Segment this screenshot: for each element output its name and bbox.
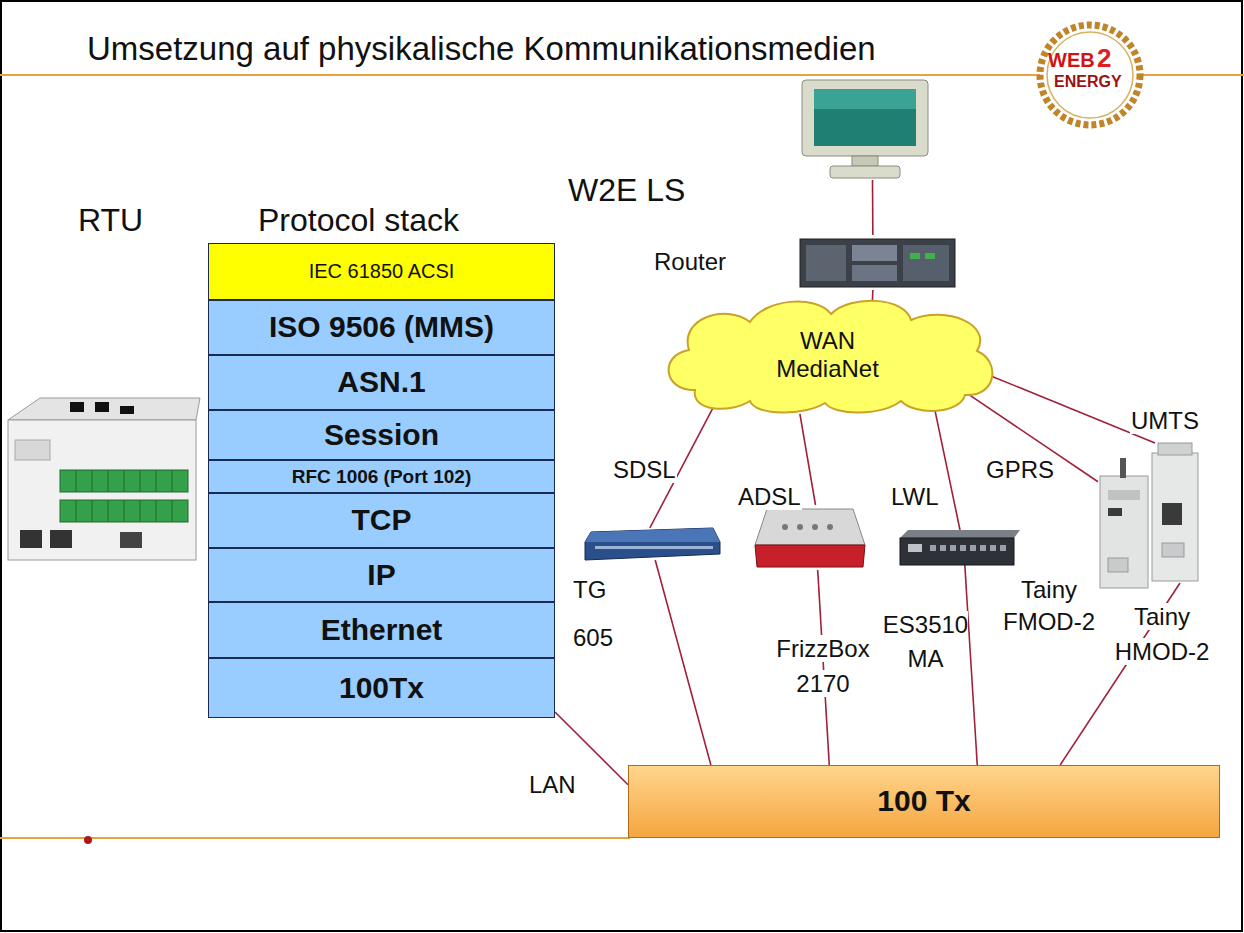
device-label: Tainy FMOD-2 [1002,574,1096,639]
link-label: GPRS [985,457,1055,483]
node-text: W2E LS [568,172,685,208]
workstation-icon [790,80,940,180]
protocol-layer: 100Tx [208,658,555,718]
gprs-modem-icon [1098,458,1150,590]
wan-cloud: WAN MediaNet [655,295,1000,415]
node-text: WAN MediaNet [763,327,893,382]
logo-text: 2 [1097,44,1111,73]
node-text: Session [324,418,439,453]
router-icon [800,235,955,290]
protocol-layer: ASN.1 [208,355,555,410]
node-text: ES3510 MA [883,611,968,672]
lan-bus: 100 Tx [628,765,1220,838]
connector-line [872,180,874,235]
link-label: LAN [528,772,577,798]
connector-line [800,414,816,505]
node-text: IP [367,558,395,593]
node-text: FrizzBox 2170 [776,635,869,697]
slide-title: Umsetzung auf physikalische Kommunikatio… [87,30,876,68]
protocol-layer: ISO 9506 (MMS) [208,300,555,355]
node-text: 100Tx [339,671,424,706]
node-text: TG 605 [573,576,613,651]
adsl-router: FrizzBox 2170 [755,505,865,570]
protocol-layer: IP [208,548,555,602]
device-label: Tainy HMOD-2 [1112,600,1212,670]
protocol-layer: IEC 61850 ACSI [208,243,555,300]
umts-modem-icon [1150,443,1200,583]
stack-heading: Protocol stack [258,203,459,238]
node-text: ISO 9506 (MMS) [269,310,494,345]
node-text: ASN.1 [337,365,425,400]
device-label: Router [654,249,744,275]
node-text: Ethernet [321,613,443,648]
workstation: W2E LS [790,80,940,180]
device-label: ES3510 MA [878,608,973,675]
device-label: RTU [78,203,143,238]
node-text: TCP [352,503,412,538]
node-text: 100 Tx [877,784,970,819]
link-label: UMTS [1130,408,1200,434]
protocol-layer: Session [208,410,555,460]
sdsl-modem-icon [585,528,720,560]
node-text: Tainy FMOD-2 [1003,576,1095,635]
link-label: ADSL [737,484,802,510]
protocol-layer: TCP [208,493,555,548]
node-text: Router [654,248,726,275]
connector-line [934,408,960,530]
connector-line [965,565,977,765]
fiber-switch: ES3510 MA [900,530,1020,565]
link-label: LWL [890,484,940,510]
logo-text: ENERGY [1054,73,1122,91]
umts-modem: Tainy HMOD-2 [1150,443,1200,583]
logo-text: WEB [1048,49,1095,71]
device-label: TG 605 [573,566,625,662]
connector-line [818,570,830,765]
connector-line [655,560,711,765]
node-text: IEC 61850 ACSI [309,260,455,283]
device-label: FrizzBox 2170 [768,632,878,702]
device-label: W2E LS [568,173,708,208]
node-text: RFC 1006 (Port 102) [292,466,472,488]
gprs-modem: Tainy FMOD-2 [1098,458,1150,590]
protocol-layer: Ethernet [208,602,555,658]
link-label: SDSL [612,457,677,483]
fiber-switch-icon [900,530,1020,565]
sdsl-modem: TG 605 [585,528,720,560]
node-text: Tainy HMOD-2 [1115,603,1210,665]
protocol-layer: RFC 1006 (Port 102) [208,460,555,493]
router: Router [800,235,955,290]
adsl-router-icon [755,505,865,570]
